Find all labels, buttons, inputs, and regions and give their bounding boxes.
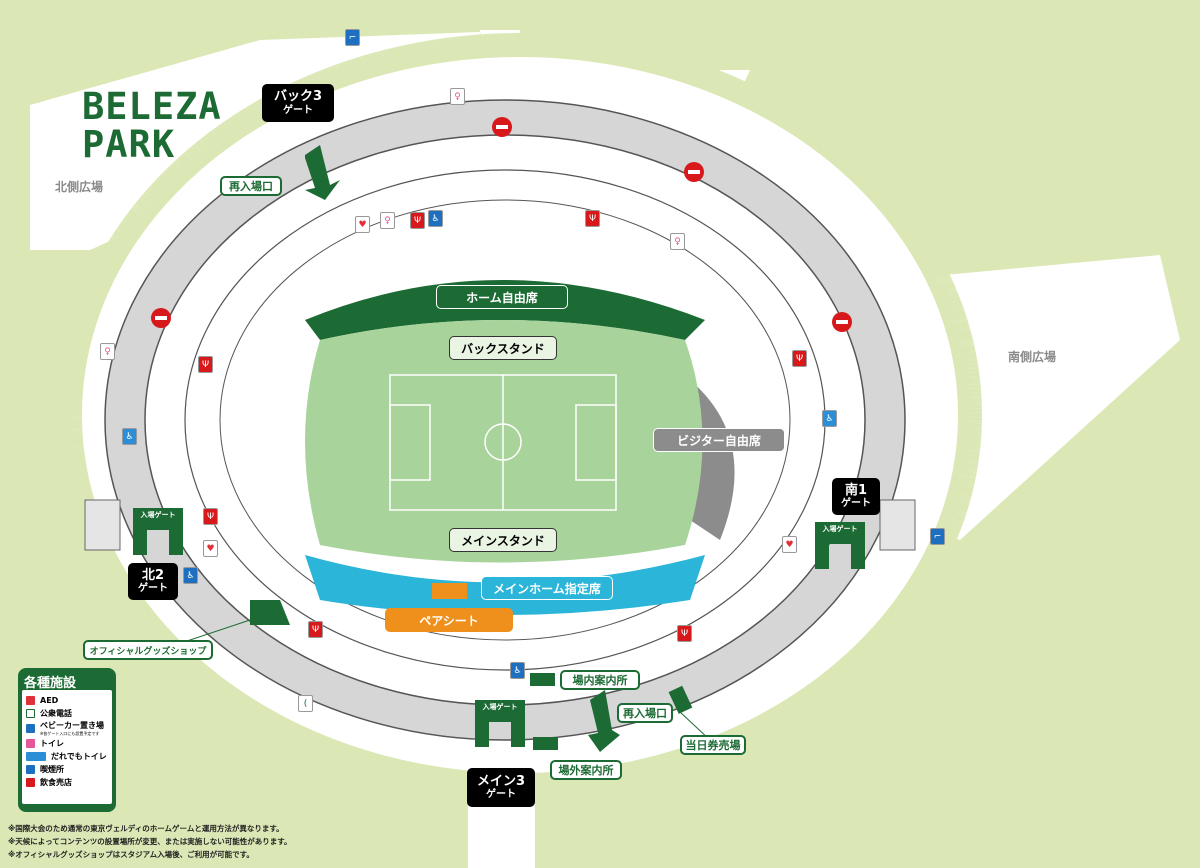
- north-plaza-label: 北側広場: [55, 180, 104, 194]
- legend-item-smoking: 喫煙所: [26, 763, 108, 776]
- reentry-label-north: 再入場口: [220, 176, 282, 196]
- footnotes: ※国際大会のため通常の東京ヴェルディのホームゲームと運用方法が異なります。 ※天…: [8, 822, 291, 861]
- outer-info-label[interactable]: 場外案内所: [550, 760, 622, 780]
- south-plaza-label: 南側広場: [1008, 350, 1057, 364]
- food-stall-icon: Ψ: [308, 621, 323, 638]
- accessible-toilet-icon: [26, 752, 46, 761]
- aed-icon: ♥: [203, 540, 218, 557]
- accessible-toilet-icon: ♿: [822, 410, 837, 427]
- visitor-stand: [680, 380, 735, 540]
- visitor-free-seat-label[interactable]: ビジター自由席: [653, 428, 785, 452]
- pair-seat-label[interactable]: ペアシート: [385, 608, 513, 632]
- footnote: ※天候によってコンテンツの設置場所が変更、または実施しない可能性があります。: [8, 837, 292, 846]
- south1-entry-gate: [815, 522, 865, 569]
- legend-label: AED: [40, 696, 59, 705]
- legend-label: トイレ: [40, 739, 64, 748]
- main-stand-label[interactable]: メインスタンド: [449, 528, 557, 552]
- stroller-icon: ♿: [183, 567, 198, 584]
- legend-item-accessible-toilet: だれでもトイレ: [26, 750, 108, 763]
- stroller-icon: ♿: [510, 662, 525, 679]
- no-entry-icon: [492, 117, 512, 137]
- toilet-icon: ♀: [380, 212, 395, 229]
- legend-item-aed: AED: [26, 694, 108, 707]
- ticket-booth: [668, 685, 693, 714]
- smoking-area-icon: ⌐: [930, 528, 945, 545]
- legend-item-toilet: トイレ: [26, 737, 108, 750]
- entry-gate-label: 入場ゲート: [822, 525, 858, 533]
- no-entry-icon: [684, 162, 704, 182]
- main-home-reserved-label[interactable]: メインホーム指定席: [481, 576, 613, 600]
- main-approach: [468, 790, 535, 868]
- legend-note: ※各ゲート入口にも設置予定です: [40, 731, 100, 736]
- accessible-toilet-icon: ♿: [122, 428, 137, 445]
- food-stall-icon: Ψ: [203, 508, 218, 525]
- north2-entry-gate: [133, 508, 183, 555]
- official-shop-label[interactable]: オフィシャルグッズショップ: [83, 640, 213, 660]
- entry-gate-label: 入場ゲート: [140, 511, 176, 519]
- benches: [84, 499, 916, 551]
- food-stall-icon: Ψ: [410, 212, 425, 229]
- no-entry-icon: [832, 312, 852, 332]
- back-stand-label[interactable]: バックスタンド: [449, 336, 557, 360]
- legend-title: 各種施設: [24, 676, 77, 691]
- legend-label: だれでもトイレ: [51, 752, 107, 761]
- ticket-booth-label[interactable]: 当日券売場: [680, 735, 746, 755]
- footnote: ※オフィシャルグッズショップはスタジアム入場後、ご利用が可能です。: [8, 850, 254, 859]
- home-free-seat-label[interactable]: ホーム自由席: [436, 285, 568, 309]
- aed-icon: ♥: [782, 536, 797, 553]
- reentry-label-main: 再入場口: [617, 703, 673, 723]
- no-entry-icon: [151, 308, 171, 328]
- toilet-icon: [26, 739, 35, 748]
- legend-label: 喫煙所: [40, 765, 64, 774]
- aed-icon: ♥: [355, 216, 370, 233]
- entry-gate-label: 入場ゲート: [482, 703, 518, 711]
- pitch-lines: [389, 374, 617, 511]
- footnote: ※国際大会のため通常の東京ヴェルディのホームゲームと運用方法が異なります。: [8, 824, 284, 833]
- legend-label: 飲食売店: [40, 778, 72, 787]
- legend-label: ベビーカー置き場: [40, 721, 104, 730]
- legend-label: 公衆電話: [40, 709, 72, 718]
- official-shop-booth: [250, 600, 290, 625]
- toilet-icon: ♀: [100, 343, 115, 360]
- reentry-arrow-main: [588, 690, 620, 752]
- public-phone-icon: [26, 709, 35, 718]
- reentry-arrow-north: [305, 145, 340, 200]
- legend-item-food: 飲食売店: [26, 776, 108, 789]
- food-stall-icon: Ψ: [585, 210, 600, 227]
- pair-seat-block: [432, 583, 467, 599]
- food-stall-icon: Ψ: [198, 356, 213, 373]
- food-stall-icon: Ψ: [677, 625, 692, 642]
- toilet-icon: ♀: [450, 88, 465, 105]
- toilet-icon: ♀: [670, 233, 685, 250]
- smoking-area-icon: [26, 765, 35, 774]
- food-stall-icon: [26, 778, 35, 787]
- food-stall-icon: Ψ: [792, 350, 807, 367]
- legend-item-phone: 公衆電話: [26, 707, 108, 720]
- home-free-stand: [305, 280, 705, 340]
- outer-info-booth: [533, 737, 558, 750]
- inner-info-label[interactable]: 場内案内所: [560, 670, 640, 690]
- legend-item-stroller: ベビーカー置き場※各ゲート入口にも設置予定です: [26, 720, 108, 737]
- aed-icon: [26, 696, 35, 705]
- facility-legend: 各種施設 AED 公衆電話 ベビーカー置き場※各ゲート入口にも設置予定です トイ…: [18, 668, 116, 812]
- inner-info-booth: [530, 673, 555, 686]
- public-phone-icon: (: [298, 695, 313, 712]
- main3-entry-gate: [475, 700, 525, 747]
- smoking-area-icon: ⌐: [345, 29, 360, 46]
- stroller-icon: ♿: [428, 210, 443, 227]
- stroller-icon: [26, 724, 35, 733]
